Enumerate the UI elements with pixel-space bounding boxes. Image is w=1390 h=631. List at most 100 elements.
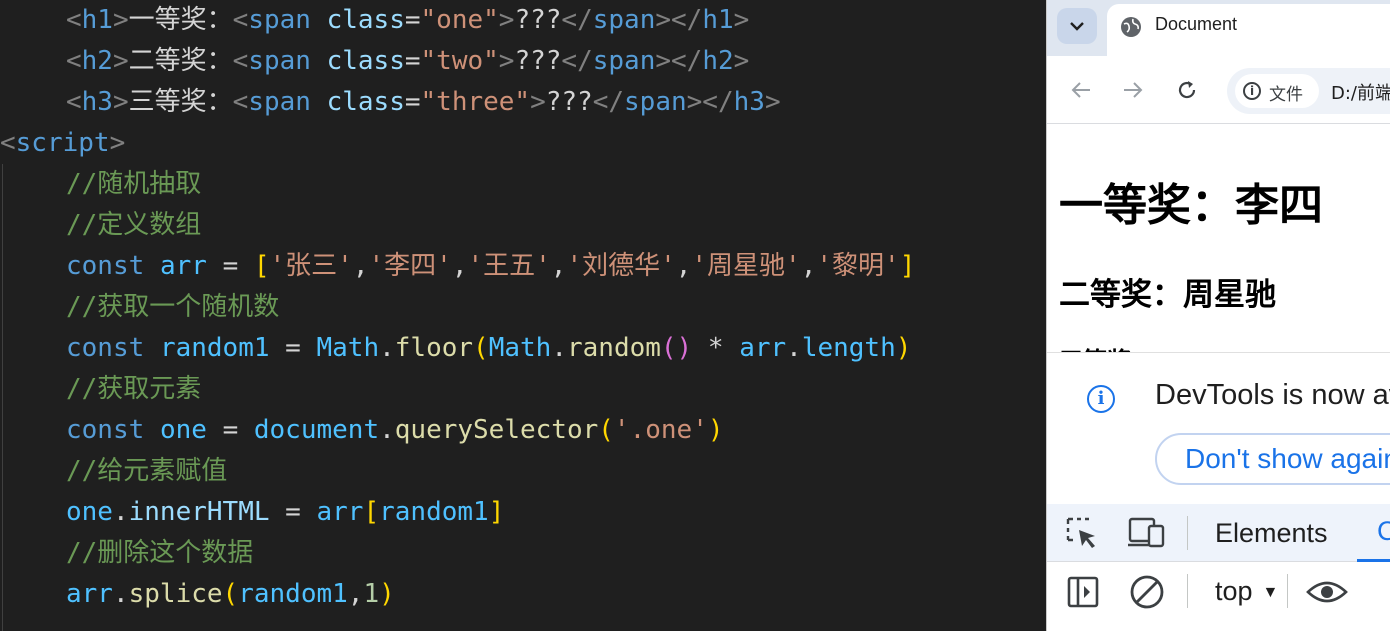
back-button[interactable] bbox=[1065, 74, 1097, 106]
token: [ bbox=[253, 251, 270, 281]
tab-elements[interactable]: Elements bbox=[1215, 518, 1328, 548]
token: innerHTML bbox=[128, 497, 270, 527]
token: . bbox=[112, 497, 129, 527]
code-comment[interactable]: //定义数组 bbox=[66, 210, 202, 240]
token: class bbox=[326, 5, 405, 35]
token: ></ bbox=[686, 87, 734, 117]
tab-search-button[interactable] bbox=[1057, 8, 1097, 44]
token: , bbox=[347, 579, 364, 609]
token: class bbox=[326, 46, 405, 76]
code-comment[interactable]: //获取一个随机数 bbox=[66, 292, 280, 322]
token: span bbox=[592, 46, 656, 76]
token: '李四' bbox=[368, 251, 452, 281]
code-comment[interactable]: //删除这个数据 bbox=[66, 538, 254, 568]
token: class bbox=[326, 87, 405, 117]
devtools-language-banner: i DevTools is now available in Chinese D… bbox=[1047, 352, 1390, 504]
token: const bbox=[66, 333, 145, 363]
code-line-3[interactable]: <h3>三等奖：<span class="three">???</span></… bbox=[66, 82, 781, 123]
token: span bbox=[248, 5, 311, 35]
caret-down-icon: ▼ bbox=[1262, 583, 1279, 601]
token: > bbox=[733, 46, 750, 76]
token: > bbox=[109, 128, 126, 158]
token: = bbox=[404, 46, 421, 76]
token: ) bbox=[379, 579, 395, 609]
token: < bbox=[0, 128, 16, 158]
token: "one" bbox=[420, 5, 499, 35]
token: </ bbox=[561, 5, 593, 35]
chevron-down-icon bbox=[1070, 22, 1084, 31]
token: = bbox=[222, 251, 239, 281]
code-editor[interactable]: <h1>一等奖：<span class="one">???</span></h1… bbox=[0, 0, 1046, 631]
info-icon: i bbox=[1243, 82, 1261, 100]
device-toolbar-icon[interactable] bbox=[1127, 516, 1167, 550]
token: = bbox=[222, 415, 239, 445]
clear-console-icon[interactable] bbox=[1129, 574, 1165, 610]
token: = bbox=[285, 497, 301, 527]
sidebar-toggle-icon[interactable] bbox=[1067, 576, 1099, 608]
token: ) bbox=[895, 333, 912, 363]
token: > bbox=[498, 5, 515, 35]
js-context-select[interactable]: top ▼ bbox=[1215, 576, 1278, 607]
token: random1 bbox=[238, 579, 348, 609]
token: arr bbox=[66, 579, 113, 609]
tab-console[interactable]: Console bbox=[1357, 516, 1390, 562]
token: random1 bbox=[379, 497, 489, 527]
globe-icon bbox=[1121, 17, 1141, 37]
tab-console-label: Console bbox=[1377, 516, 1390, 546]
console-toolbar: top ▼ bbox=[1047, 562, 1390, 631]
token: document bbox=[253, 415, 380, 445]
token: . bbox=[379, 333, 395, 363]
info-icon: i bbox=[1087, 385, 1115, 413]
tab-document[interactable]: Document bbox=[1107, 4, 1390, 56]
token: , bbox=[675, 251, 692, 281]
token: . bbox=[551, 333, 567, 363]
code-line-7[interactable]: const arr = ['张三','李四','王五','刘德华','周星驰',… bbox=[66, 246, 915, 287]
dont-show-again-button[interactable]: Don't show again bbox=[1155, 433, 1390, 485]
token: < bbox=[232, 5, 249, 35]
token: h3 bbox=[81, 87, 113, 117]
token: span bbox=[248, 87, 311, 117]
second-prize-heading: 二等奖：周星驰 bbox=[1059, 277, 1276, 313]
token: arr bbox=[739, 333, 787, 363]
code-line-1[interactable]: <h1>一等奖：<span class="one">???</span></h1… bbox=[66, 0, 749, 41]
token: span bbox=[592, 5, 656, 35]
code-line-13[interactable]: one.innerHTML = arr[random1] bbox=[66, 492, 504, 533]
url-text: D:/前端 bbox=[1331, 83, 1390, 104]
token: ( bbox=[598, 415, 614, 445]
token: querySelector bbox=[394, 415, 599, 445]
token: * bbox=[707, 333, 724, 363]
tab-strip: Document bbox=[1047, 0, 1390, 56]
token: ] bbox=[488, 497, 505, 527]
code-line-4[interactable]: <script> bbox=[0, 123, 125, 164]
reload-button[interactable] bbox=[1171, 74, 1203, 106]
token: splice bbox=[128, 579, 223, 609]
token: '王五' bbox=[467, 251, 551, 281]
token: < bbox=[66, 46, 82, 76]
token: ) bbox=[707, 415, 724, 445]
token: > bbox=[530, 87, 546, 117]
token: () bbox=[660, 333, 693, 363]
token: </ bbox=[592, 87, 625, 117]
tab-title: Document bbox=[1155, 14, 1238, 34]
code-line-11[interactable]: const one = document.querySelector('.one… bbox=[66, 410, 724, 451]
code-line-15[interactable]: arr.splice(random1,1) bbox=[66, 574, 395, 615]
token: length bbox=[801, 333, 896, 363]
token: > bbox=[498, 46, 515, 76]
token: < bbox=[232, 46, 249, 76]
context-value: top bbox=[1215, 576, 1253, 606]
site-info-label: 文件 bbox=[1269, 85, 1303, 105]
token: span bbox=[624, 87, 687, 117]
forward-button[interactable] bbox=[1117, 74, 1149, 106]
token: span bbox=[248, 46, 311, 76]
code-line-2[interactable]: <h2>二等奖：<span class="two">???</span></h2… bbox=[66, 41, 749, 82]
token: ??? bbox=[514, 5, 562, 35]
code-comment[interactable]: //随机抽取 bbox=[66, 169, 202, 199]
code-comment[interactable]: //获取元素 bbox=[66, 374, 202, 404]
eye-icon[interactable] bbox=[1305, 576, 1349, 608]
inspect-element-icon[interactable] bbox=[1065, 516, 1099, 550]
token: 一等奖： bbox=[128, 5, 233, 35]
address-bar[interactable]: i 文件 D:/前端 bbox=[1227, 68, 1390, 114]
site-info-chip[interactable]: i 文件 bbox=[1235, 74, 1319, 108]
code-comment[interactable]: //给元素赋值 bbox=[66, 456, 228, 486]
code-line-9[interactable]: const random1 = Math.floor(Math.random()… bbox=[66, 328, 911, 369]
